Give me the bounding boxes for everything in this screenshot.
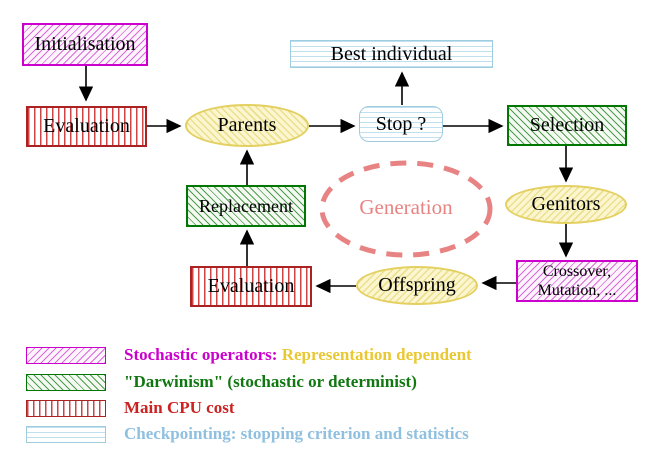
node-crossover-mutation: Crossover, Mutation, ... <box>516 260 638 302</box>
generation-label: Generation <box>359 195 453 219</box>
node-evaluation-bottom-label: Evaluation <box>207 275 295 297</box>
node-evaluation-top: Evaluation <box>26 106 147 147</box>
legend-swatch-magenta-hatch <box>26 346 106 364</box>
node-crossover-line2: Mutation, ... <box>537 282 617 299</box>
node-evaluation-bottom: Evaluation <box>190 266 312 307</box>
node-selection: Selection <box>507 105 627 146</box>
node-offspring: Offspring <box>356 266 478 305</box>
generation-loop-ellipse <box>319 160 493 258</box>
legend-row-checkpointing: Checkpointing: stopping criterion and st… <box>26 424 469 444</box>
legend-row-darwinism: "Darwinism" (stochastic or determinist) <box>26 372 417 392</box>
node-genitors: Genitors <box>505 185 627 224</box>
node-initialisation: Initialisation <box>22 23 148 66</box>
node-crossover-line1: Crossover, <box>542 263 612 280</box>
legend-label-checkpointing: Checkpointing: stopping criterion and st… <box>124 424 469 443</box>
legend-row-stochastic: Stochastic operators: Representation dep… <box>26 345 472 365</box>
node-replacement-label: Replacement <box>199 195 293 216</box>
node-best-individual-label: Best individual <box>330 42 453 65</box>
node-evaluation-top-label: Evaluation <box>43 115 130 137</box>
legend-row-cpu-cost: Main CPU cost <box>26 398 234 418</box>
node-stop-label: Stop ? <box>375 112 427 135</box>
node-stop: Stop ? <box>359 106 443 142</box>
node-initialisation-label: Initialisation <box>34 33 136 55</box>
legend-label-stochastic-operators: Stochastic operators: <box>124 345 278 364</box>
legend-swatch-cyan-stripes <box>26 425 106 443</box>
node-offspring-label: Offspring <box>378 274 456 296</box>
node-best-individual: Best individual <box>290 40 493 68</box>
legend-swatch-red-stripes <box>26 399 106 417</box>
legend-swatch-green-hatch <box>26 373 106 391</box>
node-selection-label: Selection <box>529 114 605 136</box>
node-parents-label: Parents <box>217 114 277 136</box>
node-replacement: Replacement <box>186 185 306 227</box>
legend-label-darwinism: "Darwinism" (stochastic or determinist) <box>124 372 417 391</box>
node-parents: Parents <box>185 104 309 147</box>
node-genitors-label: Genitors <box>531 193 601 215</box>
legend-label-main-cpu-cost: Main CPU cost <box>124 398 235 417</box>
legend-label-representation-dependent: Representation dependent <box>281 345 472 364</box>
